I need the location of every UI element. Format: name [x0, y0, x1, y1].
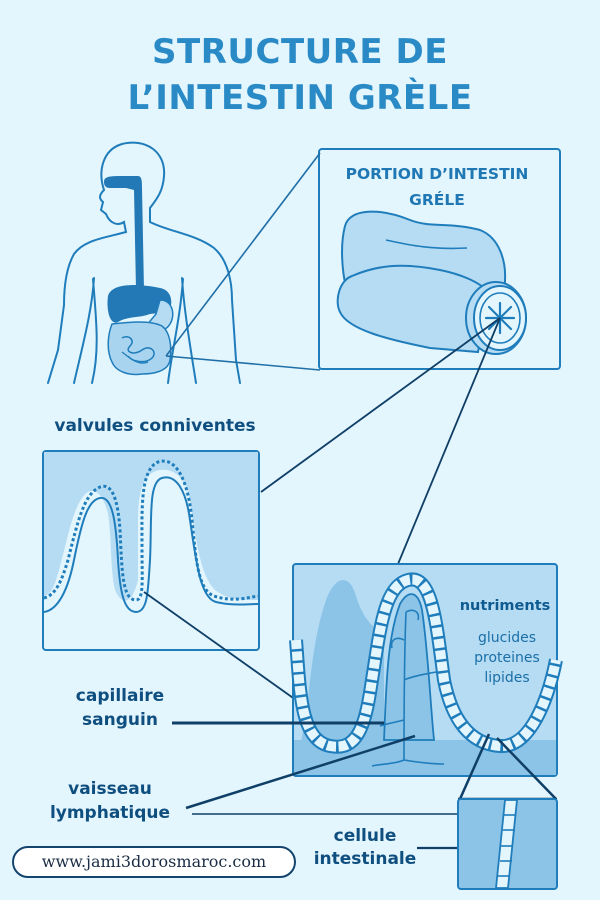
nutrient-glucides: glucides: [477, 630, 537, 646]
leader-line-to-villus: [397, 317, 501, 565]
intestines-icon: [107, 321, 172, 376]
leader-line-lymphatique: [185, 734, 416, 810]
page-title-line-2: L’INTESTIN GRÈLE: [127, 78, 473, 118]
esophagus-icon: [104, 176, 144, 290]
nutrient-proteines: proteines: [474, 650, 540, 666]
leader-line-body-bottom: [165, 355, 321, 371]
valvules-panel: [42, 450, 260, 651]
intestine-segment-illustration: [336, 210, 527, 355]
portion-panel-title-line-1: PORTION D’INTESTIN: [345, 165, 529, 183]
lymphatique-label-line-1: vaisseau: [68, 779, 152, 799]
leader-line-to-valvules: [260, 317, 501, 493]
cellule-label-line-1: cellule: [333, 826, 397, 846]
valvules-label: valvules conniventes: [54, 416, 256, 436]
website-url-badge[interactable]: www.jami3dorosmaroc.com: [12, 846, 296, 878]
capillaire-label-line-2: sanguin: [82, 710, 158, 730]
lymphatique-label-line-2: lymphatique: [49, 803, 171, 823]
portion-panel-title-line-2: GRÉLE: [409, 191, 465, 209]
nutrient-lipides: lipides: [484, 670, 530, 686]
leader-line-valvule-to-villus: [143, 591, 297, 701]
human-body-figure: [47, 141, 241, 384]
nutrients-heading: nutriments: [459, 598, 551, 614]
capillaire-label-line-1: capillaire: [75, 686, 165, 706]
leader-line-body-top: [165, 152, 321, 357]
cell-panel: [457, 798, 558, 890]
cellule-label-line-2: intestinale: [313, 849, 417, 869]
page-title-line-1: STRUCTURE DE: [152, 32, 448, 72]
